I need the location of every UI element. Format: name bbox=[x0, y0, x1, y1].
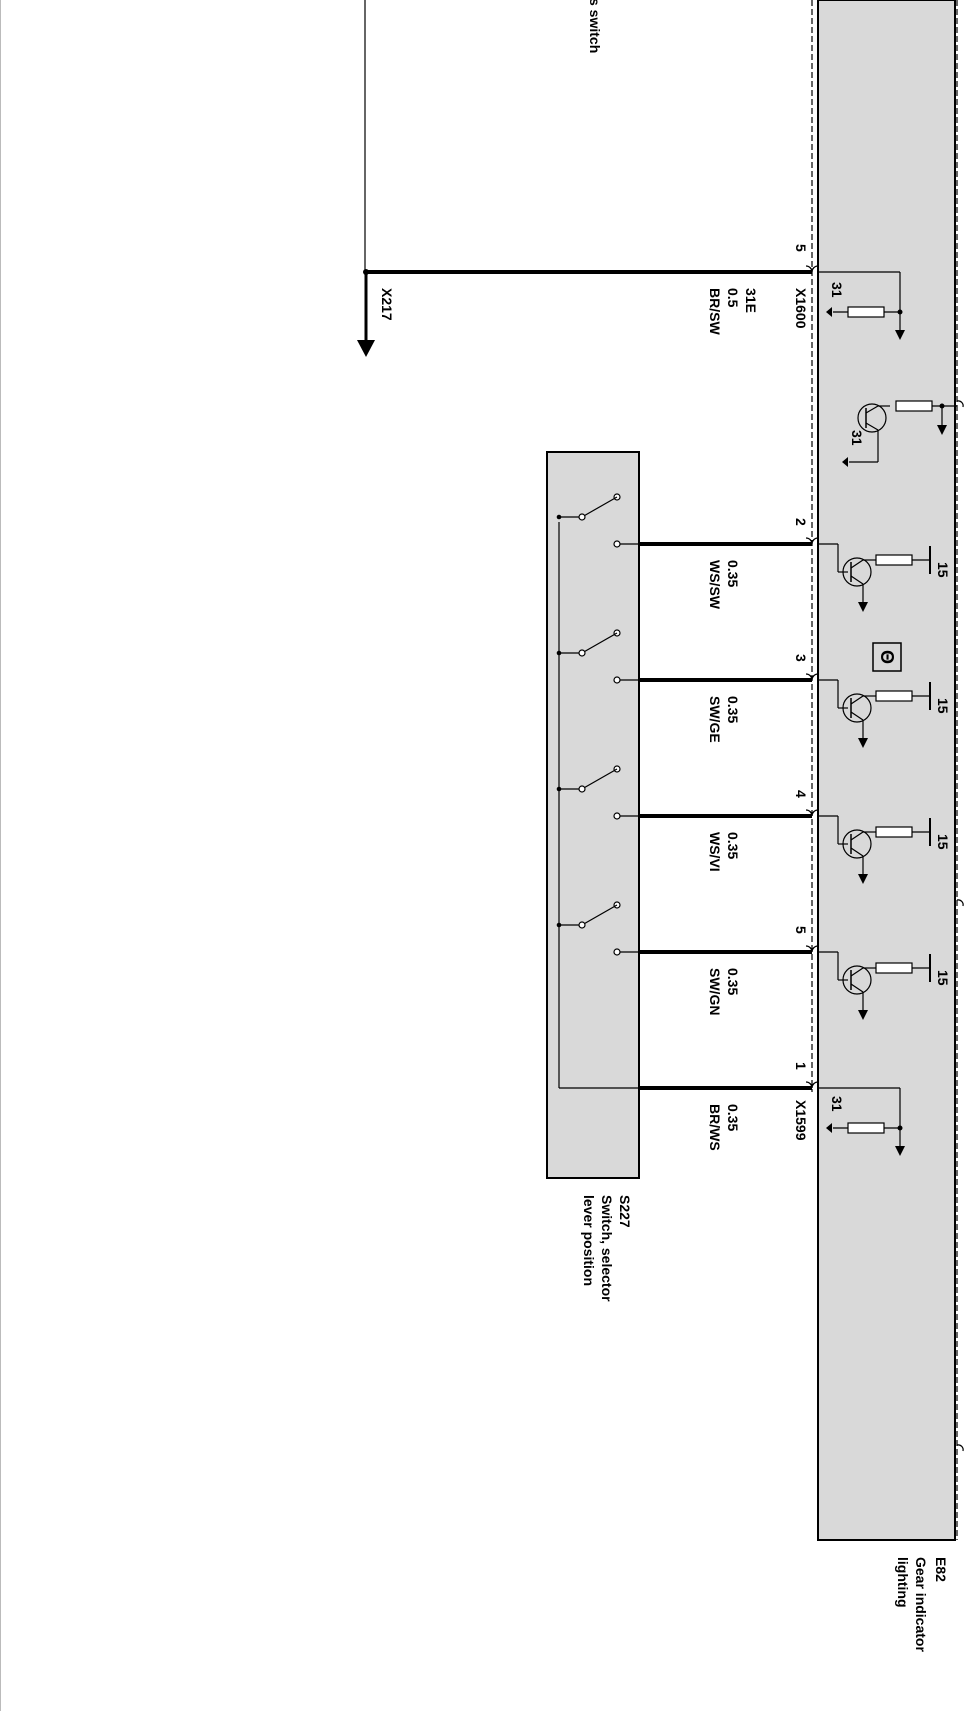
wire-2-switch-tip bbox=[578, 785, 586, 793]
wire-2-transistor-emitter bbox=[850, 847, 864, 857]
e82-internal-symbol: Θ bbox=[877, 650, 897, 664]
wire-1-pin-label: 3 bbox=[793, 654, 809, 662]
wire-0-pin-hook bbox=[805, 537, 819, 545]
x217-arrow-head bbox=[357, 340, 375, 357]
wire-4-color: BR/WS bbox=[707, 1104, 723, 1151]
wire-4-gauge: 0.35 bbox=[725, 1104, 741, 1131]
wire-1-transistor bbox=[842, 693, 872, 723]
wire-3-ground-arrow bbox=[858, 1010, 868, 1020]
right-edge-jump-3 bbox=[956, 1444, 964, 1452]
wire-1-gauge: 0.35 bbox=[725, 696, 741, 723]
right-edge-jump-2 bbox=[956, 899, 964, 907]
partial-switch-label: s switch bbox=[587, 0, 603, 53]
wire-3-switch-blade bbox=[581, 904, 618, 926]
wire-0-transistor-emitter bbox=[850, 575, 864, 585]
wire-2-switch-blade bbox=[581, 768, 618, 790]
wire-1-terminal-15: 15 bbox=[935, 698, 951, 714]
wire-2-color: WS/VI bbox=[707, 832, 723, 872]
wire-2-resistor bbox=[875, 826, 913, 838]
wire-3-transistor bbox=[842, 965, 872, 995]
s227-module-box bbox=[546, 451, 640, 1179]
wire-0-bus-dot bbox=[556, 514, 562, 520]
x1600-terminal: 31E bbox=[743, 288, 759, 313]
wire-1-switch-contact bbox=[613, 676, 621, 684]
s227-ref: S227 bbox=[617, 1195, 633, 1228]
wire-2-terminal-15: 15 bbox=[935, 834, 951, 850]
wire-4-pin-hook bbox=[805, 1081, 819, 1089]
wire-4-pin-label: 1 bbox=[793, 1062, 809, 1070]
x217-connector-label: X217 bbox=[379, 288, 395, 321]
wire-1-pin-hook bbox=[805, 673, 819, 681]
ground-terminal-transistor: 31 bbox=[849, 430, 865, 446]
wire-0-resistor bbox=[875, 554, 913, 566]
wire-3-transistor-emitter bbox=[850, 983, 864, 993]
wire-1-color: SW/GE bbox=[707, 696, 723, 743]
e82-transistor-top bbox=[842, 400, 957, 467]
x1600-pin-label: 5 bbox=[793, 244, 809, 252]
e82-ground-resistor-top bbox=[818, 271, 905, 340]
wire-2-pin-hook bbox=[805, 809, 819, 817]
wire-1-transistor-emitter bbox=[850, 711, 864, 721]
x1600-connector-id: X1600 bbox=[793, 288, 809, 329]
wire-0-switch-contact bbox=[613, 540, 621, 548]
wire-0-terminal-15: 15 bbox=[935, 562, 951, 578]
wire-3-color: SW/GN bbox=[707, 968, 723, 1015]
wire-2-gauge: 0.35 bbox=[725, 832, 741, 859]
wire-1-switch-blade bbox=[581, 632, 618, 654]
s227-name-line2: lever position bbox=[581, 1195, 597, 1286]
wire-3-switch-tip bbox=[578, 921, 586, 929]
wire-3-pin-label: 5 bbox=[793, 926, 809, 934]
wire-1-transistor-collector bbox=[850, 695, 864, 705]
wire-3-gauge: 0.35 bbox=[725, 968, 741, 995]
e82-ground-resistor-bottom bbox=[818, 1087, 905, 1156]
wire-0-ground-arrow bbox=[858, 602, 868, 612]
e82-name-line1: Gear indicator bbox=[913, 1557, 929, 1652]
right-edge-jump-1 bbox=[956, 400, 964, 408]
wire-0-pin-label: 2 bbox=[793, 518, 809, 526]
wire-3-transistor-collector bbox=[850, 967, 864, 977]
wire-2-pin-label: 4 bbox=[793, 790, 809, 798]
x1600-pin-hook bbox=[805, 265, 819, 273]
wire-3-pin-hook bbox=[805, 945, 819, 953]
wire-3-terminal-15: 15 bbox=[935, 970, 951, 986]
wire-3-switch-contact bbox=[613, 948, 621, 956]
s227-name-line1: Switch, selector bbox=[599, 1195, 615, 1302]
wire-0-switch-blade bbox=[581, 496, 618, 518]
wire-2-switch-contact bbox=[613, 812, 621, 820]
wire-1-switch-tip bbox=[578, 649, 586, 657]
wire-3-resistor bbox=[875, 962, 913, 974]
wire-1-ground-arrow bbox=[858, 738, 868, 748]
wire-0-switch-tip bbox=[578, 513, 586, 521]
x1600-wire-color: BR/SW bbox=[707, 288, 723, 335]
ground-terminal-bottom: 31 bbox=[829, 1096, 845, 1112]
wire-0-gauge: 0.35 bbox=[725, 560, 741, 587]
x1600-gauge: 0.5 bbox=[725, 288, 741, 308]
wire-2-transistor-collector bbox=[850, 831, 864, 841]
wire-1-resistor bbox=[875, 690, 913, 702]
e82-module-box bbox=[817, 0, 956, 1541]
e82-name-line2: lighting bbox=[895, 1557, 911, 1608]
wire-0-transistor-collector bbox=[850, 559, 864, 569]
wire-2-ground-arrow bbox=[858, 874, 868, 884]
wire-0-transistor bbox=[842, 557, 872, 587]
e82-internal-symbol-box bbox=[872, 642, 902, 672]
wire-0-color: WS/SW bbox=[707, 560, 723, 610]
ground-terminal-top: 31 bbox=[829, 282, 845, 298]
e82-ref: E82 bbox=[933, 1557, 949, 1582]
wire-2-transistor bbox=[842, 829, 872, 859]
x1599-connector-id: X1599 bbox=[793, 1100, 809, 1141]
